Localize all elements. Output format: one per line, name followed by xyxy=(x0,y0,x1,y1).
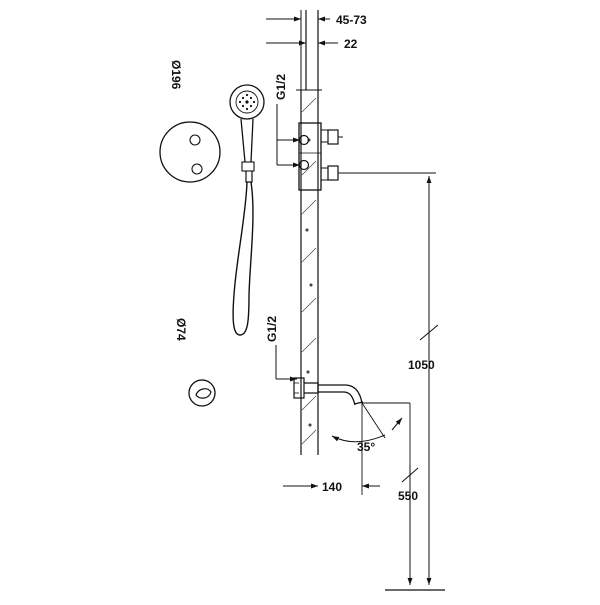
thermostatic-mixer-body xyxy=(298,122,343,191)
dimension-spout-height: 550 xyxy=(398,465,418,585)
rosette-diameter-label: Ø196 xyxy=(169,60,183,90)
dimension-wall-depth: 45-73 xyxy=(266,10,367,90)
dimension-mixer-height: 1050 xyxy=(408,176,439,585)
upper-thread-label: G1/2 xyxy=(274,74,288,100)
hand-shower xyxy=(229,84,265,336)
diverter-knob: Ø74 xyxy=(174,318,216,407)
lower-thread-callout: G1/2 xyxy=(265,316,297,382)
spout-angle-label: 35° xyxy=(357,440,375,454)
mixer-height-label: 1050 xyxy=(408,358,435,372)
bath-spout xyxy=(293,377,364,406)
shower-hose xyxy=(232,181,254,336)
lower-thread-label: G1/2 xyxy=(265,316,279,342)
spout-projection-label: 140 xyxy=(322,480,342,494)
dimension-wall-offset: 22 xyxy=(266,37,358,51)
trim-rosette: Ø196 xyxy=(159,60,221,183)
spout-height-label: 550 xyxy=(398,489,418,503)
spout-angle-dimension: 35° xyxy=(331,402,411,465)
dimension-spout-projection: 140 xyxy=(283,403,380,495)
knob-diameter-label: Ø74 xyxy=(174,318,188,341)
upper-thread-callout: G1/2 xyxy=(274,74,300,168)
wall-depth-label: 45-73 xyxy=(336,13,367,27)
wall-offset-label: 22 xyxy=(344,37,358,51)
